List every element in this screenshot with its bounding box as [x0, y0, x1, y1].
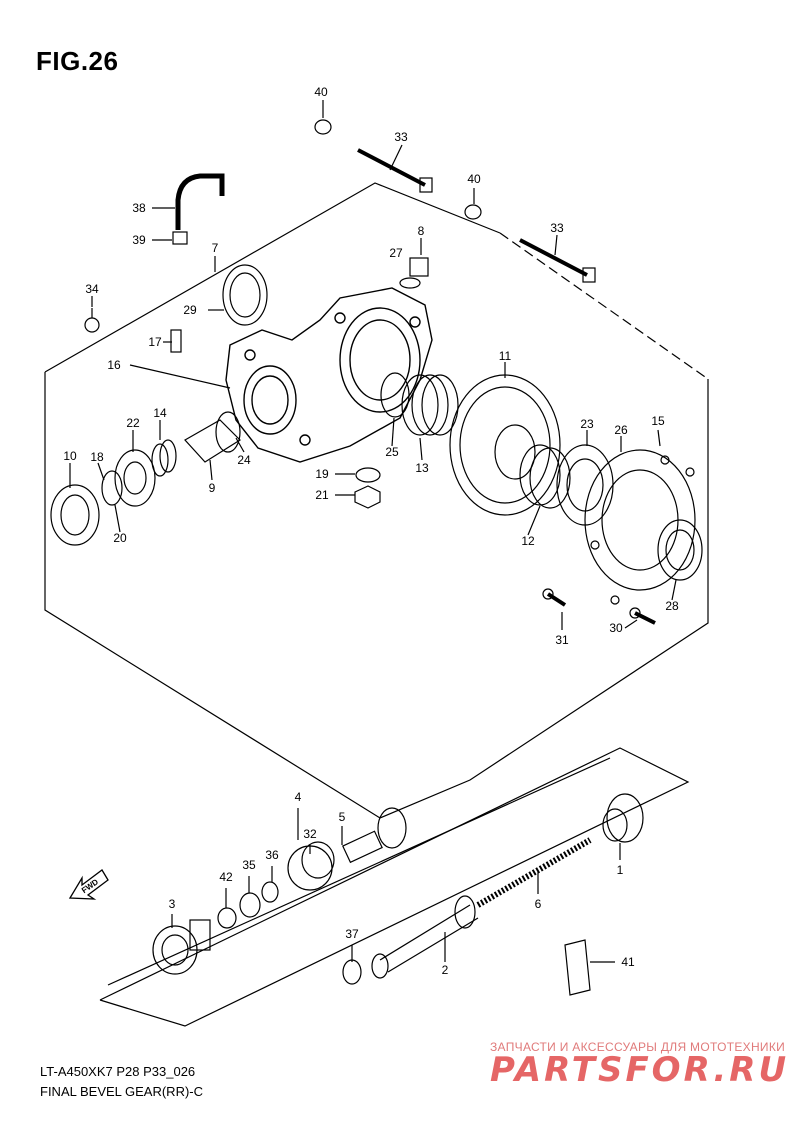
- callout-29: 29: [183, 303, 197, 317]
- callout-33: 33: [550, 221, 564, 235]
- callout-37: 37: [345, 927, 359, 941]
- callout-11: 11: [499, 349, 512, 363]
- callout-1: 1: [617, 863, 624, 877]
- bolt-31: [542, 588, 567, 607]
- gear-case: [225, 287, 433, 463]
- o-ring-42: [217, 907, 237, 929]
- callout-3: 3: [169, 897, 176, 911]
- callout-23: 23: [580, 417, 594, 431]
- o-ring-37: [342, 959, 362, 985]
- callout-31: 31: [555, 633, 569, 647]
- figure-title: FIG.26: [36, 46, 119, 76]
- callout-24: 24: [237, 453, 251, 467]
- pinion-gear-9: [184, 411, 241, 463]
- gear-case-cover-26: [584, 449, 696, 605]
- model-code: LT-A450XK7 P28 P33_026: [40, 1064, 196, 1079]
- upper-panel-outline: [44, 182, 709, 819]
- callout-16: 16: [107, 358, 121, 372]
- callout-15: 15: [651, 414, 665, 428]
- spring-6: [476, 837, 592, 908]
- callout-20: 20: [113, 531, 127, 545]
- shims-14: [151, 439, 177, 477]
- callout-40: 40: [314, 85, 328, 99]
- callout-4: 4: [295, 790, 302, 804]
- hose-clip-39: [172, 231, 188, 245]
- callout-40: 40: [467, 172, 481, 186]
- callout-34: 34: [85, 282, 99, 296]
- oil-seal-28: [657, 519, 703, 581]
- oil-seal-18: [101, 470, 123, 506]
- callout-21: 21: [315, 488, 329, 502]
- callout-22: 22: [126, 416, 140, 430]
- callout-33: 33: [394, 130, 408, 144]
- callout-8: 8: [418, 224, 425, 238]
- clip-41: [564, 939, 591, 996]
- callout-30: 30: [609, 621, 623, 635]
- callout-9: 9: [209, 481, 216, 495]
- callout-18: 18: [90, 450, 104, 464]
- washer-19: [355, 467, 381, 483]
- callout-38: 38: [132, 201, 146, 215]
- callout-13: 13: [415, 461, 429, 475]
- oil-seal-7: [222, 264, 268, 326]
- callout-14: 14: [153, 406, 167, 420]
- shims-12: [519, 444, 571, 509]
- bolt-33-b: [519, 238, 596, 283]
- callout-12: 12: [521, 534, 535, 548]
- lower-panel-outline: [99, 747, 690, 1027]
- fwd-arrow-icon: [68, 869, 109, 900]
- output-gear-4: [287, 841, 335, 891]
- shims-13: [401, 374, 459, 436]
- nut-35: [239, 892, 261, 918]
- nut-21: [354, 485, 381, 509]
- callout-36: 36: [265, 848, 279, 862]
- callout-26: 26: [614, 423, 628, 437]
- callout-39: 39: [132, 233, 146, 247]
- joint-1: [602, 793, 644, 843]
- bearing-25: [380, 372, 410, 418]
- callout-5: 5: [339, 810, 346, 824]
- callout-19: 19: [315, 467, 329, 481]
- callout-41: 41: [621, 955, 635, 969]
- callout-17: 17: [148, 335, 162, 349]
- bearing-22: [114, 449, 156, 507]
- shaft-32: [341, 807, 407, 864]
- bolt-30: [629, 607, 656, 625]
- callout-2: 2: [442, 963, 449, 977]
- figure-caption: FINAL BEVEL GEAR(RR)-C: [40, 1084, 204, 1099]
- callout-27: 27: [389, 246, 403, 260]
- watermark-tagline: ЗАПЧАСТИ И АКСЕССУАРЫ ДЛЯ МОТОТЕХНИКИ: [490, 1040, 786, 1054]
- nut-40-a: [314, 119, 332, 135]
- callout-7: 7: [212, 241, 219, 255]
- breather-pipe-17: [170, 329, 182, 353]
- coupling-3: [152, 919, 211, 975]
- callout-35: 35: [242, 858, 256, 872]
- bolt-34: [84, 308, 100, 333]
- callout-32: 32: [303, 827, 317, 841]
- washer-36: [261, 881, 279, 903]
- shaft-2: [371, 895, 479, 979]
- nut-40-b: [464, 204, 482, 220]
- callout-25: 25: [385, 445, 399, 459]
- callout-6: 6: [535, 897, 542, 911]
- breather-hose-38: [175, 173, 225, 230]
- callout-10: 10: [63, 449, 77, 463]
- lower-panel-inner: [107, 757, 611, 986]
- upper-panel-right-edge: [499, 232, 709, 380]
- watermark-logo: PARTSFOR.RU: [490, 1050, 790, 1090]
- callout-42: 42: [219, 870, 233, 884]
- coupling-10: [50, 484, 100, 546]
- filler-plug-8: [399, 257, 429, 289]
- callout-28: 28: [665, 599, 679, 613]
